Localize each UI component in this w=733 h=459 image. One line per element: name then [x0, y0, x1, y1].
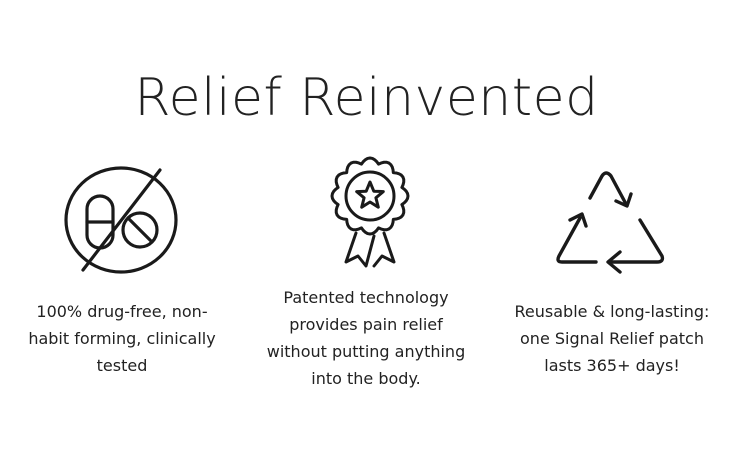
recycle-icon: [556, 168, 668, 282]
award-badge-icon: [326, 150, 414, 272]
page-title: Relief Reinvented: [134, 68, 599, 128]
feature-caption: Reusable & long-lasting: one Signal Reli…: [514, 302, 710, 375]
feature-caption: 100% drug-free, non-habit forming, clini…: [28, 302, 216, 375]
feature-caption: Patented technology provides pain relief…: [266, 288, 466, 388]
no-drugs-icon: [63, 164, 181, 280]
